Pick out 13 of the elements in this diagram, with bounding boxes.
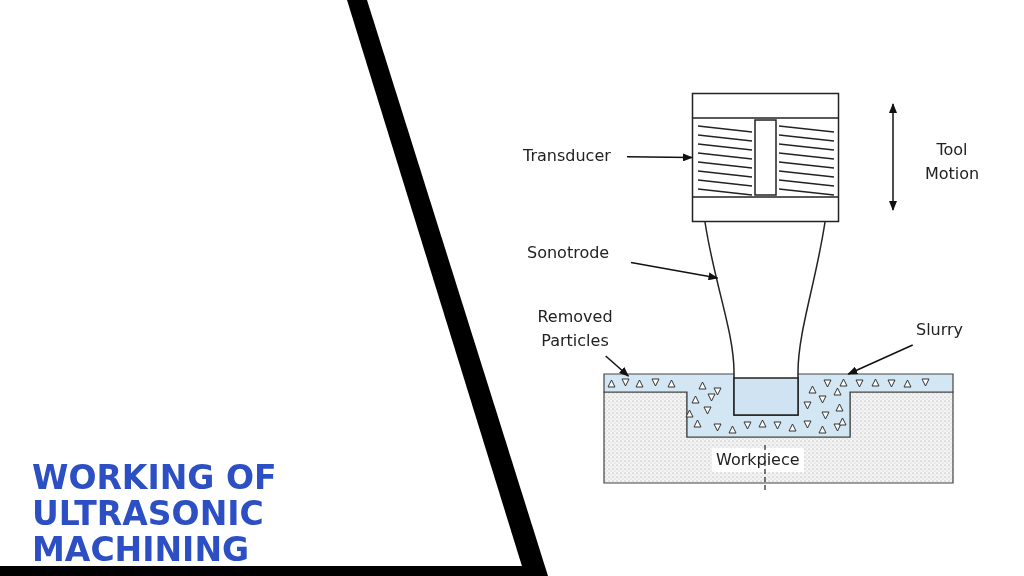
transducer-drawing xyxy=(692,93,839,222)
annotation-text: Tool Motion xyxy=(923,139,981,185)
callout-text: Removed Particles xyxy=(530,305,620,353)
leader-line xyxy=(604,355,630,377)
title: WORKING OF ULTRASONIC MACHINING xyxy=(32,460,278,568)
sonotrode-drawing xyxy=(704,222,827,415)
callout-text: Transducer xyxy=(523,144,623,168)
leader-line xyxy=(626,153,693,162)
part-label: Workpiece xyxy=(712,448,804,472)
callout-text: Sonotrode xyxy=(527,241,627,265)
callout-text: Slurry xyxy=(916,318,976,342)
leader-line xyxy=(847,344,914,375)
leader-line xyxy=(630,261,719,281)
